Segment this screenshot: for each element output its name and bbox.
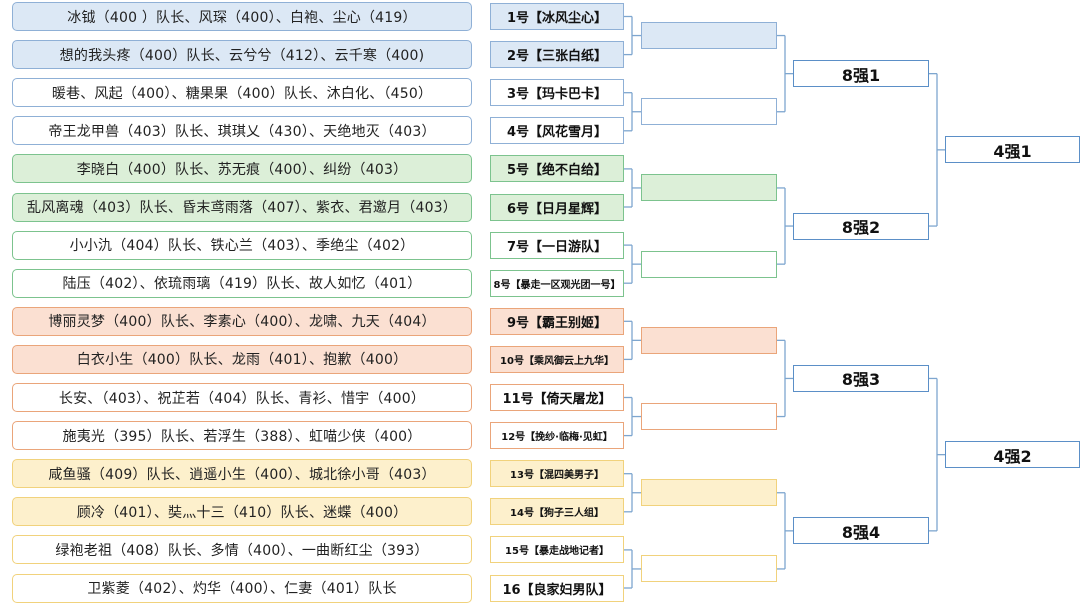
round-of-16-winner-slot (641, 22, 777, 50)
team-members-row: 冰钺（400 ）队长、风琛（400）、白袍、尘心（419） (12, 2, 472, 31)
team-members-row: 卫紫菱（402）、灼华（400）、仁妻（401）队长 (12, 573, 472, 603)
round-of-16-winner-slot (641, 479, 777, 507)
team-number-label: 11号【倚天屠龙】 (490, 384, 624, 411)
quarterfinal-slot: 8强3 (793, 364, 929, 392)
quarterfinal-slot: 8强4 (793, 517, 929, 545)
round-of-16-winner-slot (641, 98, 777, 126)
round-of-16-winner-slot (641, 403, 777, 431)
team-members-row: 暖巷、风起（400）、糖果果（400）队长、沐白化、（450） (12, 78, 472, 108)
team-members-row: 想的我头疼（400）队长、云兮兮（412）、云千寒（400) (12, 40, 472, 70)
team-members-row: 李晓白（400）队长、苏无痕（400）、纠纷（403） (12, 154, 472, 184)
round-of-16-winner-slot (641, 174, 777, 202)
team-members-row: 咸鱼骚（409）队长、逍遥小生（400）、城北徐小哥（403） (12, 459, 472, 489)
team-number-label: 14号【狗子三人组】 (490, 498, 624, 526)
team-members-row: 陆压（402）、依琉雨璃（419）队长、故人如忆（401） (12, 268, 472, 298)
quarterfinal-slot: 8强2 (793, 212, 929, 240)
team-number-label: 12号【挽纱·临梅·见虹】 (490, 422, 624, 450)
team-number-label: 15号【暴走战地记者】 (490, 536, 624, 564)
team-number-label: 7号【一日游队】 (490, 231, 624, 259)
team-number-label: 5号【绝不白给】 (490, 155, 624, 183)
quarterfinal-slot: 8强1 (793, 60, 929, 88)
team-number-label: 6号【日月星辉】 (490, 193, 624, 221)
team-members-row: 长安、（403）、祝芷若（404）队长、青衫、惜宇（400） (12, 383, 472, 412)
team-number-label: 4号【风花雪月】 (490, 117, 624, 145)
team-members-row: 帝王龙甲兽（403）队长、琪琪乂（430）、天绝地灭（403） (12, 116, 472, 146)
team-number-label: 9号【霸王别姬】 (490, 307, 624, 335)
team-members-row: 博丽灵梦（400）队长、李素心（400）、龙啸、九天（404） (12, 306, 472, 336)
team-members-row: 白衣小生（400）队长、龙雨（401）、抱歉（400） (12, 344, 472, 374)
team-members-row: 绿袍老祖（408）队长、多情（400）、一曲断红尘（393） (12, 535, 472, 565)
team-number-label: 3号【玛卡巴卡】 (490, 79, 624, 107)
team-members-row: 施夷光（395）队长、若浮生（388）、虹喵少侠（400） (12, 421, 472, 451)
semifinal-slot: 4强1 (945, 136, 1080, 164)
team-number-label: 8号【暴走一区观光团一号】 (490, 269, 624, 297)
team-number-label: 13号【混四美男子】 (490, 460, 624, 488)
team-members-row: 顾冷（401）、奘灬十三（410）队长、迷蝶（400） (12, 497, 472, 527)
round-of-16-winner-slot (641, 250, 777, 278)
round-of-16-winner-slot (641, 326, 777, 354)
round-of-16-winner-slot (641, 555, 777, 583)
team-members-row: 小小氿（404）队长、铁心兰（403）、季绝尘（402） (12, 230, 472, 260)
team-number-label: 1号【冰风尘心】 (490, 3, 624, 30)
semifinal-slot: 4强2 (945, 441, 1080, 469)
team-members-row: 乱风离魂（403）队长、昏末鸢雨落（407）、紫衣、君邀月（403） (12, 192, 472, 222)
team-number-label: 2号【三张白纸】 (490, 41, 624, 69)
team-number-label: 10号【乘风御云上九华】 (490, 345, 624, 373)
team-number-label: 16【良家妇男队】 (490, 574, 624, 602)
